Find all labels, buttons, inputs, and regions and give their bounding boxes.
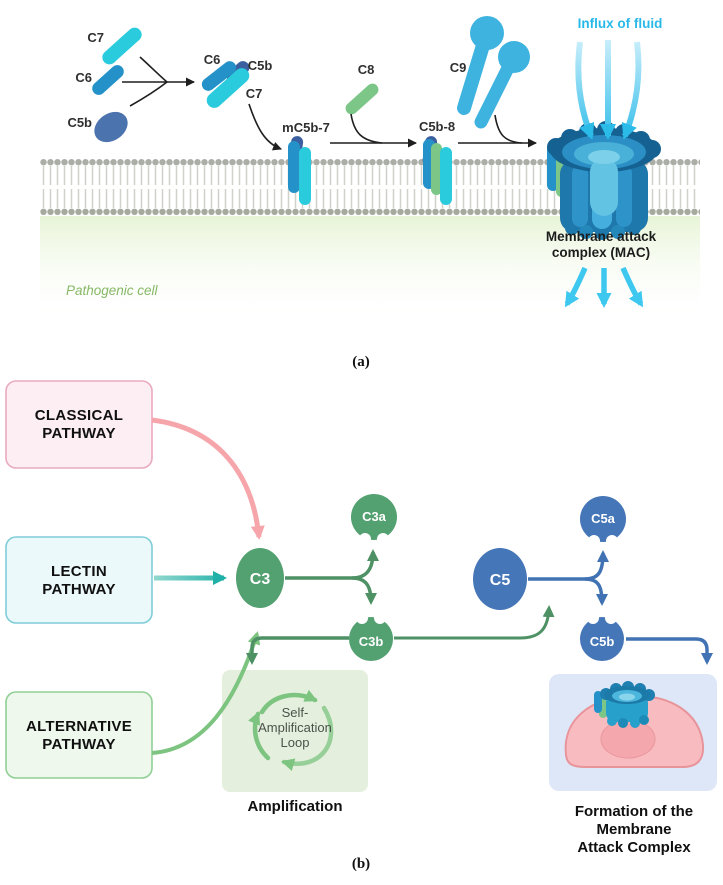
c5b-fragment — [580, 612, 624, 661]
c5b8-label: C5b-8 — [419, 119, 455, 134]
complex-to-membrane-arrow — [248, 103, 282, 151]
c7-molecule — [102, 27, 142, 65]
c8-join-arrow — [350, 113, 383, 144]
c5-node — [473, 548, 527, 610]
c5b-fragment-label: C5b — [590, 634, 615, 649]
panel-a: C7 C6 C5b C6 C5b C7 — [40, 16, 700, 370]
panel-b-caption: (b) — [352, 856, 370, 872]
complex-c6-label: C6 — [204, 52, 221, 67]
complex-c5b-label: C5b — [248, 58, 273, 73]
c3-node — [236, 548, 284, 608]
amplification-box — [222, 670, 368, 792]
formation-label-line3: Attack Complex — [577, 839, 691, 856]
classical-pathway-label-line1: CLASSICAL — [35, 407, 124, 424]
amplification-label: Amplification — [247, 798, 342, 815]
c8-molecule — [345, 83, 379, 115]
lectin-pathway-box — [5, 536, 153, 624]
loop-label-line1: Self- — [282, 705, 309, 720]
alternative-pathway-label-line1: ALTERNATIVE — [26, 718, 132, 735]
fluid-into-cell-arrows — [564, 266, 644, 308]
c5b-molecule — [94, 111, 128, 143]
lectin-pathway-label-line2: PATHWAY — [42, 581, 116, 598]
convergence-arrows — [122, 56, 195, 107]
lectin-pathway-label-line1: LECTIN — [51, 563, 107, 580]
complex-c7-label: C7 — [246, 86, 263, 101]
self-amplification-loop — [248, 689, 334, 771]
c9-label: C9 — [450, 60, 467, 75]
c3b-label: C3b — [359, 634, 384, 649]
mc5b7-complex — [288, 136, 311, 205]
mac-label-line2: complex (MAC) — [552, 245, 650, 260]
c3-node-label: C3 — [250, 571, 271, 588]
c8-label: C8 — [358, 62, 375, 77]
c6-molecule — [92, 65, 124, 95]
c5a-label: C5a — [591, 511, 616, 526]
c5b8-complex — [422, 136, 452, 205]
alternative-pathway-label-line2: PATHWAY — [42, 736, 116, 753]
c9-molecules — [457, 16, 530, 129]
influx-label: Influx of fluid — [578, 16, 663, 31]
c9-join-arrow — [494, 114, 523, 144]
classical-pathway-box — [5, 380, 153, 469]
alternative-pathway-box — [5, 691, 153, 779]
mac-complex — [547, 121, 661, 240]
c3a-fragment — [351, 494, 397, 545]
c7-free-label: C7 — [87, 30, 104, 45]
c3b-to-c5-arrow — [394, 605, 555, 640]
c5b-to-formation-arrow — [626, 637, 713, 665]
loop-label-line3: Loop — [281, 735, 310, 750]
c5b-free-label: C5b — [67, 115, 92, 130]
panel-a-caption: (a) — [352, 354, 370, 370]
c5b67-complex — [201, 61, 250, 108]
mac-label-line1: Membrane attack — [546, 229, 657, 244]
loop-label-line2: Amplification — [258, 720, 332, 735]
classical-to-c3-arrow — [151, 417, 265, 540]
mc5b7-label: mC5b-7 — [282, 120, 330, 135]
c3b-fragment — [349, 612, 393, 661]
c3a-label: C3a — [362, 509, 387, 524]
classical-pathway-label-line2: PATHWAY — [42, 425, 116, 442]
c3-cleavage-fork — [285, 549, 379, 605]
formation-label-line2: Membrane — [596, 821, 671, 838]
c5-node-label: C5 — [490, 572, 511, 589]
influx-arrows — [575, 39, 642, 140]
c6-free-label: C6 — [75, 70, 92, 85]
pathogenic-cell-label: Pathogenic cell — [66, 283, 159, 298]
panel-b: CLASSICAL PATHWAY LECTIN PATHWAY ALTERNA… — [5, 380, 717, 872]
c3b-to-amplification-arrow — [246, 636, 349, 665]
formation-label-line1: Formation of the — [575, 803, 693, 820]
c5a-fragment — [580, 496, 626, 547]
c5-cleavage-fork — [528, 550, 609, 606]
mac-on-cell — [594, 681, 655, 728]
